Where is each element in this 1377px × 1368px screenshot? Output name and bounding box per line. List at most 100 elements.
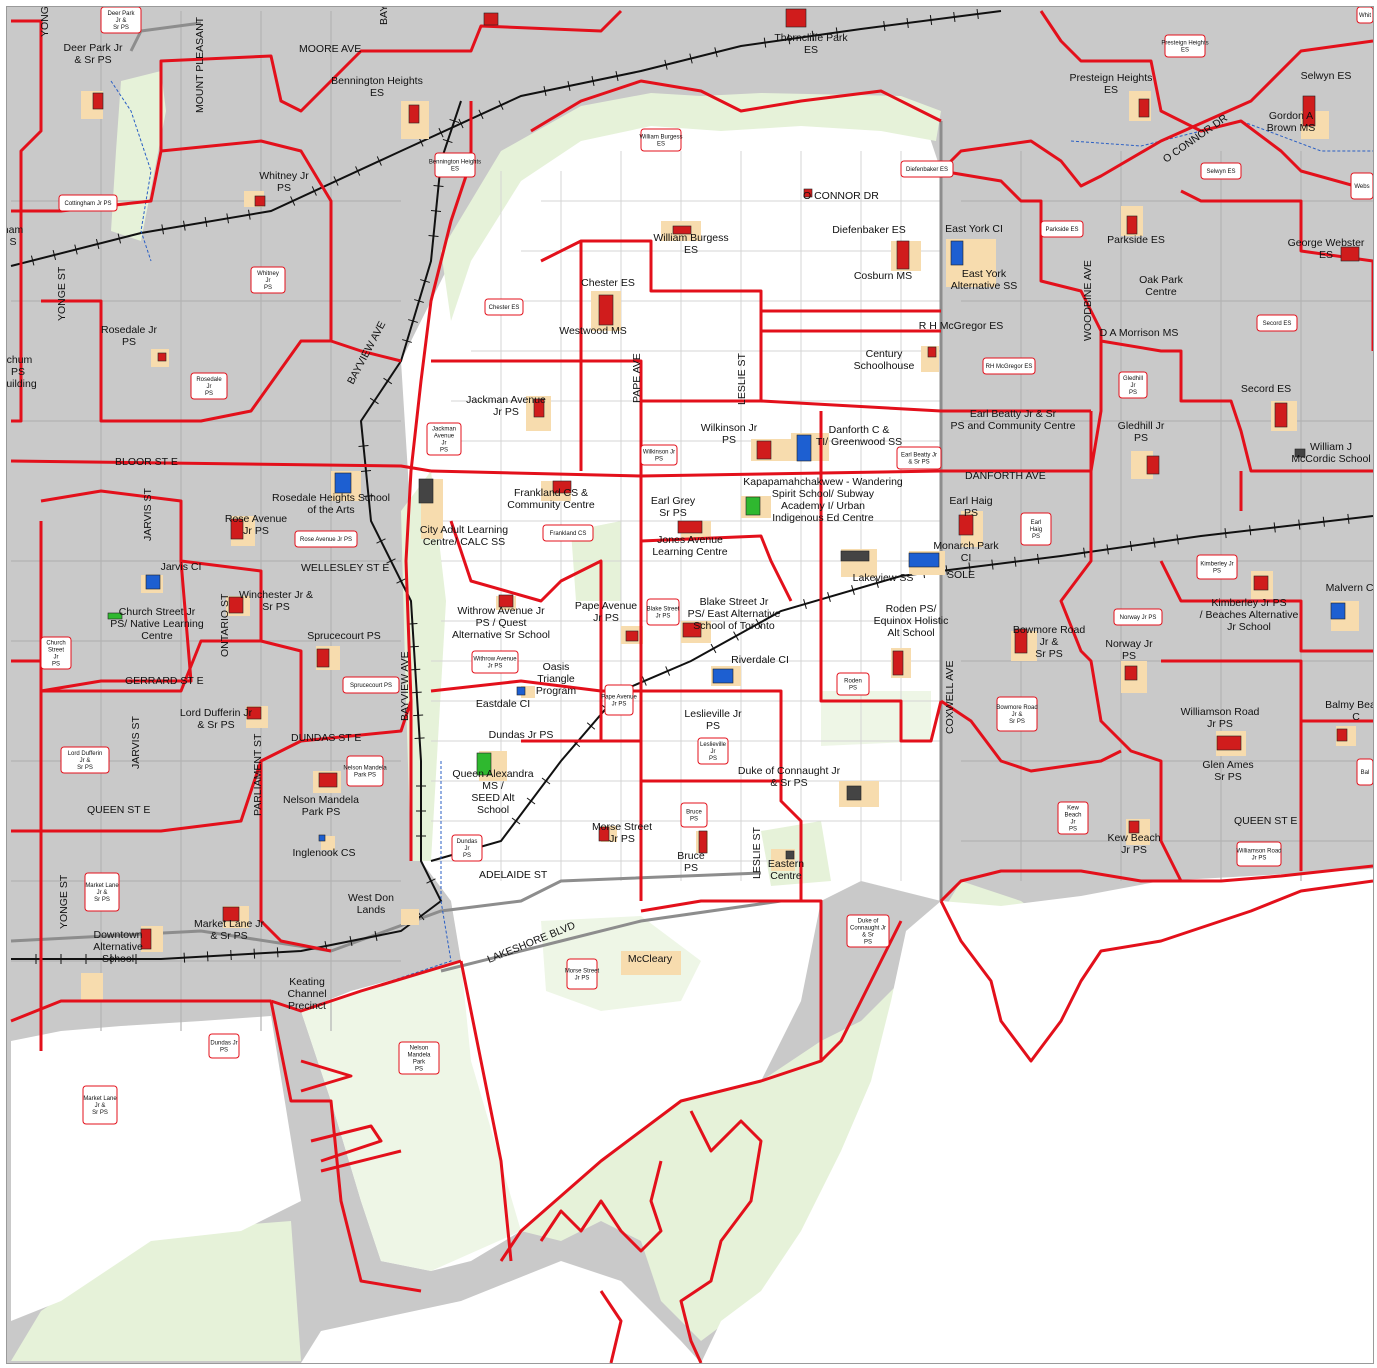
street-label: MOUNT PLEASANT [194, 16, 206, 113]
school-building [625, 630, 639, 642]
street-label: DUNDAS ST E [291, 732, 361, 744]
rail-tick [396, 578, 406, 584]
rail-tick [374, 930, 378, 942]
school-site [81, 973, 103, 1001]
school-building [408, 104, 420, 124]
streams [110, 80, 1373, 992]
rail-tick [615, 71, 619, 81]
rail-tick [204, 216, 208, 228]
svg-text:Norway Jr PS: Norway Jr PS [1120, 615, 1157, 621]
rail-tick [1037, 553, 1040, 564]
rail-tick [541, 777, 551, 785]
rail-tick [803, 599, 807, 609]
school-label: tchumPSBuilding [7, 354, 37, 390]
school-label: Malvern CI [1326, 582, 1373, 594]
rail-tick [689, 53, 693, 64]
rail-tick [376, 156, 382, 166]
street-label: QUEEN ST E [1234, 815, 1297, 827]
school-label: Winchester Jr &Sr PS [239, 589, 313, 613]
school-building [316, 648, 330, 668]
school-building [598, 294, 614, 326]
school-building [1146, 455, 1160, 475]
rail-tick [290, 196, 296, 206]
school-label: Sprucecourt PS [307, 630, 381, 642]
school-label: Chester ES [581, 277, 635, 289]
svg-text:RH McGregor ES: RH McGregor ES [986, 364, 1033, 370]
school-label: Cosburn MS [854, 270, 912, 282]
rail-tick [117, 233, 122, 244]
street-label: ADELAIDE ST [479, 869, 548, 881]
street-label: ONTARIO ST [219, 593, 231, 657]
school-building [712, 668, 734, 684]
rail-tick [426, 878, 436, 884]
rail-tick [1014, 556, 1017, 567]
school-building [1014, 628, 1028, 654]
school-building [318, 772, 338, 788]
school-callout: Diefenbaker ES [900, 160, 954, 178]
school-building [254, 195, 266, 207]
school-label: Deer Park Jr& Sr PS [64, 42, 123, 66]
school-callout: Selwyn ES [1200, 162, 1242, 180]
rail-tick [1129, 540, 1133, 552]
school-callout: Whit [1356, 7, 1373, 24]
school-building [246, 706, 262, 720]
school-label: Lakeview SS [853, 572, 914, 584]
rail-tick [411, 691, 422, 694]
school-building [222, 906, 240, 922]
school-building [145, 574, 161, 590]
school-building [892, 650, 904, 676]
highways [10, 21, 943, 973]
school-building [318, 834, 326, 842]
school-callout: Sprucecourt PS [342, 676, 400, 694]
street-label: DANFORTH AVE [965, 470, 1046, 482]
rail-tick [161, 224, 164, 235]
street-label: MOORE AVE [299, 43, 361, 55]
svg-text:Diefenbaker ES: Diefenbaker ES [906, 167, 948, 173]
school-label: Secord ES [1241, 383, 1291, 395]
rail-tick [253, 948, 256, 959]
rail-tick [360, 470, 372, 472]
school-label: Jarvis CI [161, 561, 202, 573]
school-callout: Rose Avenue Jr PS [294, 530, 358, 548]
street-label: GERRARD ST E [125, 675, 204, 687]
svg-text:Bal: Bal [1361, 770, 1370, 776]
school-label: Duke of Connaught Jr& Sr PS [738, 765, 841, 789]
rail-tick [664, 59, 668, 70]
street-label: LESLIE ST [751, 826, 763, 879]
rail-tick [953, 11, 956, 23]
rail-tick [355, 166, 361, 176]
school-label: Balmy BeachC [1325, 699, 1373, 723]
rail-tick [410, 668, 421, 671]
rail-tick [543, 86, 547, 96]
rail-tick [74, 244, 78, 255]
school-callout: Chester ES [484, 298, 524, 316]
school-label: D A Morrison MS [1100, 327, 1179, 339]
